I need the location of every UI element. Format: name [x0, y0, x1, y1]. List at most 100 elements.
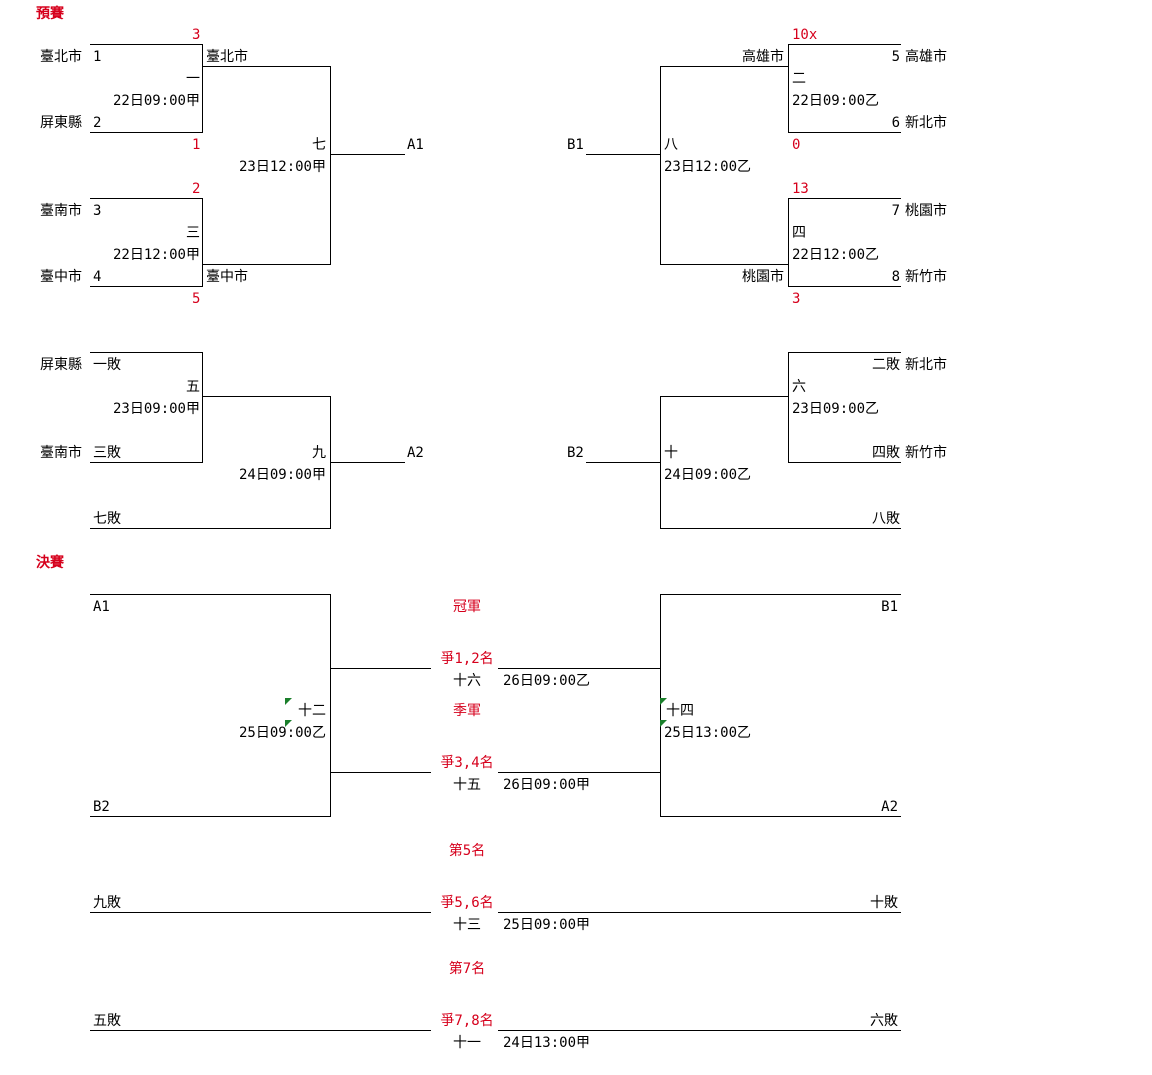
g10-result: B2	[567, 445, 584, 461]
comment-flag-icon	[285, 720, 292, 727]
g15-time: 26日09:00甲	[503, 777, 591, 793]
g8-result: B1	[567, 137, 584, 153]
g11-line-right	[498, 1030, 901, 1031]
g8-time: 23日12:00乙	[664, 159, 752, 175]
g14-line-bottom	[660, 816, 901, 817]
g6-slot-b: 四敗	[872, 445, 900, 461]
g1-winner: 臺北市	[206, 49, 248, 65]
g2-line-top	[788, 44, 901, 45]
g2-seed-a: 5	[891, 49, 900, 65]
g12-time: 25日09:00乙	[238, 725, 326, 741]
g1-score-a: 3	[192, 27, 201, 43]
g13-line-left	[90, 912, 431, 913]
g11-right: 六敗	[870, 1013, 898, 1029]
g5-line-vert	[202, 352, 203, 463]
g12-game-no: 十二	[298, 703, 326, 719]
g3-line-vert	[202, 198, 203, 287]
g1-seed-a: 1	[93, 49, 102, 65]
g2-team-b: 新北市	[905, 115, 947, 131]
g6-line-top	[788, 352, 901, 353]
g3-team-a: 臺南市	[40, 203, 82, 219]
g13-line-right	[498, 912, 901, 913]
g10-time: 24日09:00乙	[664, 467, 752, 483]
g9-line-out	[330, 462, 405, 463]
g6-time: 23日09:00乙	[792, 401, 880, 417]
g16-time: 26日09:00乙	[503, 673, 591, 689]
g16-label: 爭1,2名	[440, 651, 494, 667]
g11-left: 五敗	[93, 1013, 121, 1029]
g6-slot-a: 二敗	[872, 357, 900, 373]
g5-line-top	[90, 352, 203, 353]
g8-line-out	[586, 154, 661, 155]
g3-line-bottom	[90, 286, 203, 287]
g15-game-no: 十五	[453, 777, 481, 793]
comment-flag-icon	[660, 698, 667, 705]
g8-line-top	[660, 66, 789, 67]
g1-game-no: 一	[186, 71, 200, 87]
g2-time: 22日09:00乙	[792, 93, 880, 109]
g16-game-no: 十六	[453, 673, 481, 689]
g15-label: 爭3,4名	[440, 755, 494, 771]
g11-line-left	[90, 1030, 431, 1031]
g12-top: A1	[93, 599, 110, 615]
g4-time: 22日12:00乙	[792, 247, 880, 263]
g1-time: 22日09:00甲	[112, 93, 200, 109]
g3-team-b: 臺中市	[40, 269, 82, 285]
g4-line-vert	[788, 198, 789, 287]
fifth-label: 第5名	[448, 843, 486, 859]
g2-line-vert	[788, 44, 789, 133]
g2-team-a: 高雄市	[905, 49, 947, 65]
g14-time: 25日13:00乙	[664, 725, 752, 741]
g5-slot-b: 三敗	[93, 445, 121, 461]
g1-line-bottom	[90, 132, 203, 133]
g4-team-a: 桃園市	[905, 203, 947, 219]
g10-line-bottom	[660, 528, 901, 529]
g2-score-b: 0	[792, 137, 801, 153]
g3-time: 22日12:00甲	[112, 247, 200, 263]
g5-game-no: 五	[186, 379, 200, 395]
g8-line-vert	[660, 66, 661, 265]
g5-time: 23日09:00甲	[112, 401, 200, 417]
g2-game-no: 二	[792, 71, 806, 87]
g5-team-b: 臺南市	[40, 445, 82, 461]
g4-score-b: 3	[792, 291, 801, 307]
g7-line-vert	[330, 66, 331, 265]
g8-line-bottom	[660, 264, 789, 265]
g12-bottom: B2	[93, 799, 110, 815]
g2-winner: 高雄市	[742, 49, 784, 65]
comment-flag-icon	[660, 720, 667, 727]
final-heading: 決賽	[36, 555, 64, 571]
g15-line-right	[498, 772, 660, 773]
g7-line-bottom	[202, 264, 331, 265]
g4-winner: 桃園市	[742, 269, 784, 285]
g1-score-b: 1	[192, 137, 201, 153]
g9-slot: 七敗	[93, 511, 121, 527]
g7-result: A1	[407, 137, 424, 153]
g12-line-bottom	[90, 816, 331, 817]
g3-score-b: 5	[192, 291, 201, 307]
g7-line-out	[330, 154, 405, 155]
g14-game-no: 十四	[666, 703, 694, 719]
g1-line-vert	[202, 44, 203, 133]
g2-seed-b: 6	[891, 115, 900, 131]
g9-result: A2	[407, 445, 424, 461]
g3-score-a: 2	[192, 181, 201, 197]
g12-line-vert	[330, 594, 331, 817]
g1-seed-b: 2	[93, 115, 102, 131]
g11-label: 爭7,8名	[440, 1013, 494, 1029]
g4-team-b: 新竹市	[905, 269, 947, 285]
g5-team-a: 屏東縣	[40, 357, 82, 373]
g4-game-no: 四	[792, 225, 806, 241]
g4-seed-a: 7	[891, 203, 900, 219]
comment-flag-icon	[285, 698, 292, 705]
g13-label: 爭5,6名	[440, 895, 494, 911]
g5-slot-a: 一敗	[93, 357, 121, 373]
g15-line-left	[330, 772, 431, 773]
g7-game-no: 七	[312, 137, 326, 153]
g14-line-vert	[660, 594, 661, 817]
g11-game-no: 十一	[453, 1035, 481, 1051]
g3-seed-b: 4	[93, 269, 102, 285]
g3-winner: 臺中市	[206, 269, 248, 285]
g10-slot: 八敗	[872, 511, 900, 527]
g2-line-bottom	[788, 132, 901, 133]
